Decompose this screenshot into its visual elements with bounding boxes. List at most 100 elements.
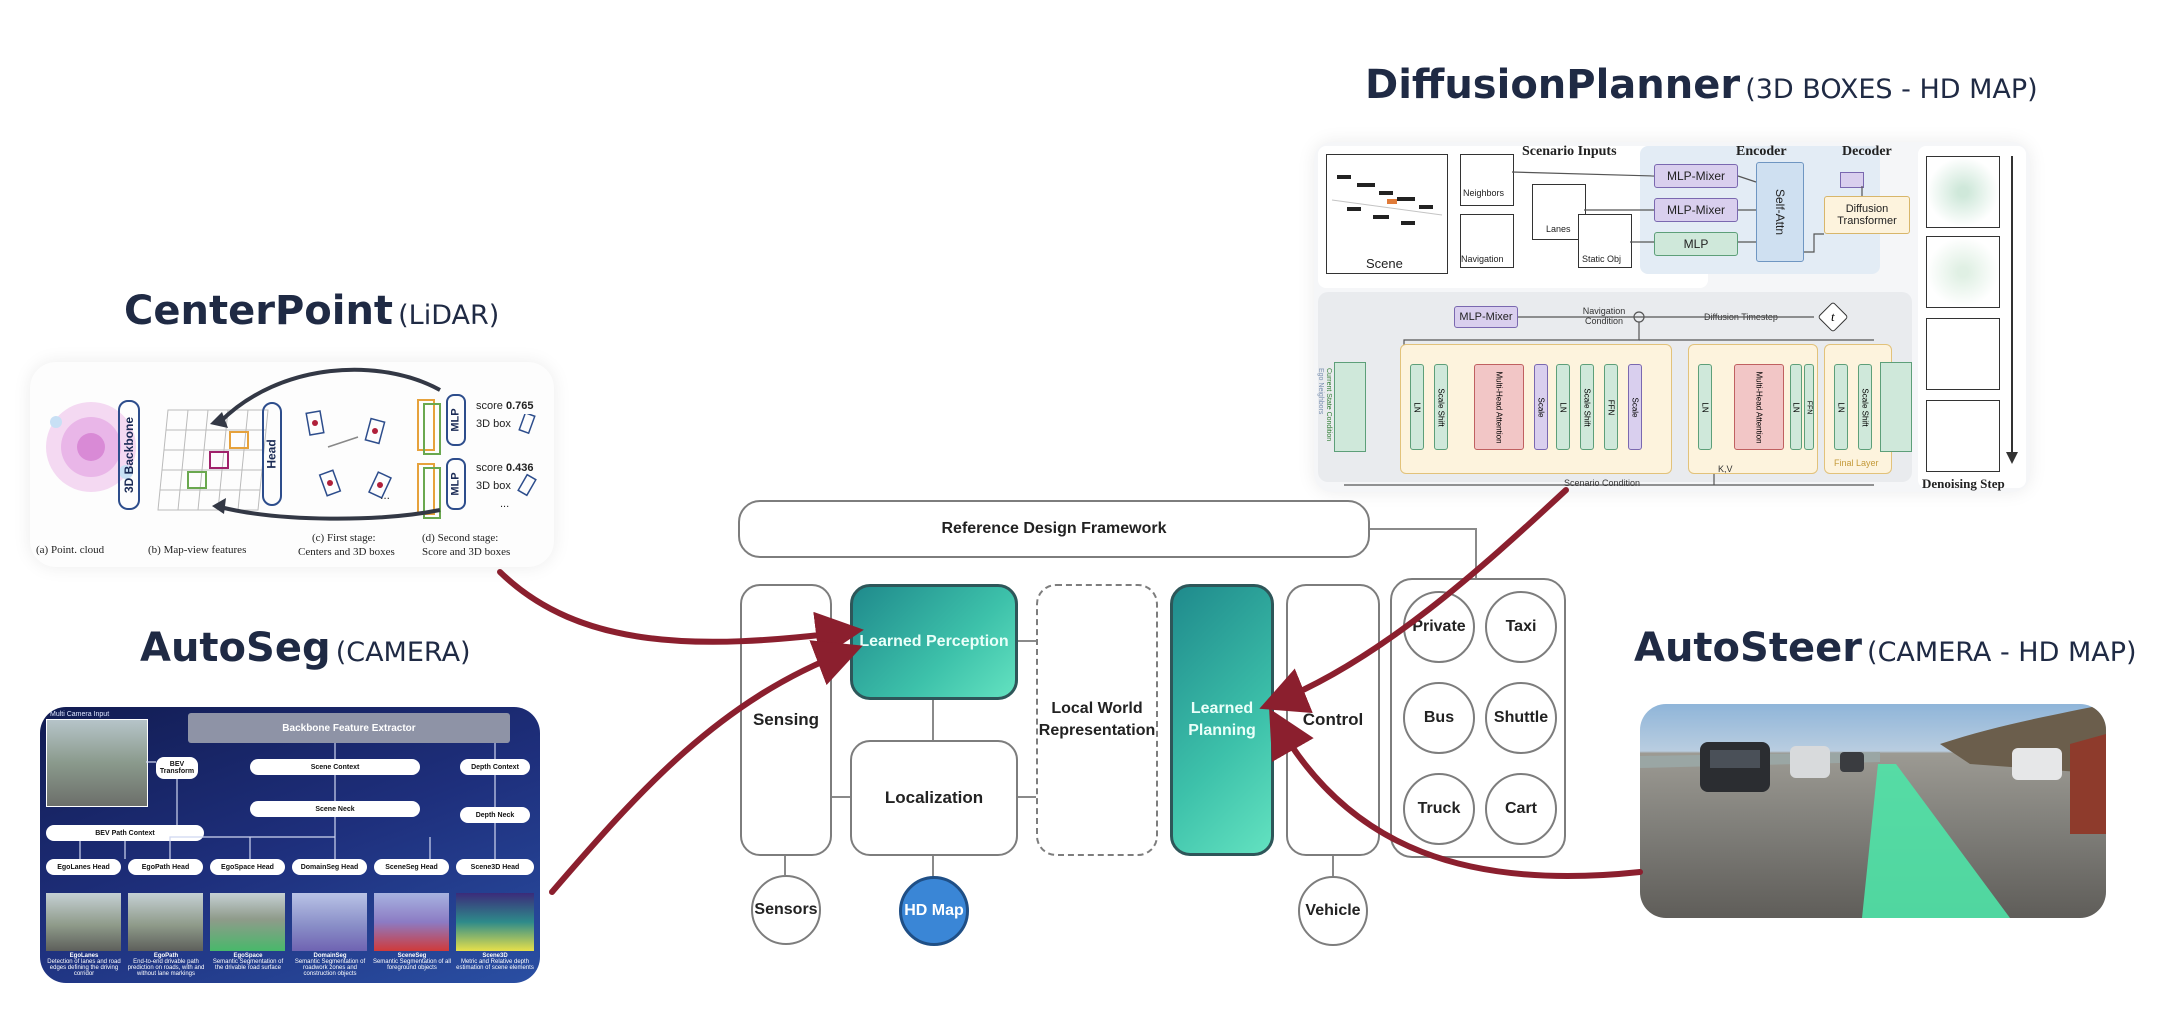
ffn-1: FFN [1604, 364, 1618, 450]
current-state-label: Current State Condition [1325, 368, 1332, 442]
input-trajectory-block [1334, 362, 1366, 452]
arrow-autoseg-to-perception [549, 640, 863, 895]
mlp-mixer-1: MLP-Mixer [1654, 164, 1738, 188]
box-glyphs [517, 414, 537, 497]
depth-context-block: Depth Context [460, 759, 530, 775]
navigation-box [1460, 214, 1514, 268]
sensors-node: Sensors [751, 875, 821, 945]
caption-b: (b) Map-view features [148, 544, 247, 556]
local-world-representation-block: Local World Representation [1036, 584, 1158, 856]
scenario-inputs-label: Scenario Inputs [1522, 144, 1617, 159]
sceneseg-output-image [374, 893, 449, 951]
mha-2: Multi-Head Attention [1734, 364, 1784, 450]
scene3d-output-image [456, 893, 534, 951]
sceneseg-head: SceneSeg Head [374, 859, 449, 875]
first-stage-boxes [305, 410, 392, 499]
autoseg-connectors [79, 743, 496, 859]
autoseg-title: AutoSeg (CAMERA) [140, 625, 471, 671]
egopath-head: EgoPath Head [128, 859, 203, 875]
vehicle-truck: Truck [1403, 773, 1475, 845]
static-obj-box [1578, 214, 1632, 268]
caption-d1: (d) Second stage: [422, 532, 499, 544]
box-label-2: 3D box [476, 480, 511, 492]
head-block: Head [262, 402, 282, 506]
navigation-label: Navigation [1461, 254, 1504, 264]
denoising-frame-4 [1926, 400, 2000, 472]
mlp-block-1: MLP [446, 394, 466, 446]
ln-3: LN [1698, 364, 1712, 450]
neighbors-box [1460, 154, 1514, 206]
domainseg-output-image [292, 893, 367, 951]
caption-c2: Centers and 3D boxes [298, 546, 395, 558]
second-stage-ellipsis: ... [500, 498, 510, 510]
mlp-block: MLP [1654, 232, 1738, 256]
egolanes-head: EgoLanes Head [46, 859, 121, 875]
egospace-head: EgoSpace Head [210, 859, 285, 875]
diffusionplanner-title: DiffusionPlanner (3D BOXES - HD MAP) [1365, 62, 2038, 108]
domainseg-head: DomainSeg Head [292, 859, 367, 875]
point-cloud-image [46, 402, 136, 492]
egolanes-output-image [46, 893, 121, 951]
ffn-2: FFN [1804, 364, 1814, 450]
scale-shift-3: Scale Shift [1858, 364, 1872, 450]
ln-2: LN [1556, 364, 1570, 450]
egopath-output-image [128, 893, 203, 951]
lanes-box [1532, 184, 1586, 240]
learned-perception-block: Learned Perception [850, 584, 1018, 700]
arrow-autosteer-to-planning [1269, 708, 1643, 880]
mlp-mixer-2: MLP-Mixer [1654, 198, 1738, 222]
vehicle-bus: Bus [1403, 682, 1475, 754]
scale-1: Scale [1534, 364, 1548, 450]
lanes-label: Lanes [1546, 224, 1571, 234]
backbone-feature-extractor: Backbone Feature Extractor [188, 713, 510, 743]
vehicle-shuttle: Shuttle [1485, 682, 1557, 754]
caption-d2: Score and 3D boxes [422, 546, 511, 558]
denoising-frame-1 [1926, 156, 2000, 228]
mlp-mixer-nav: MLP-Mixer [1454, 306, 1518, 328]
ln-1: LN [1410, 364, 1424, 450]
caption-c1: (c) First stage: [312, 532, 376, 544]
autosteer-title: AutoSteer (CAMERA - HD MAP) [1634, 625, 2137, 671]
box-label-1: 3D box [476, 418, 511, 430]
autosteer-road-scene [1640, 704, 2106, 918]
encoder-label: Encoder [1736, 144, 1787, 159]
scale-shift-2: Scale Shift [1580, 364, 1594, 450]
depth-neck-block: Depth Neck [460, 807, 530, 823]
diffusionplanner-figure: Scenario Inputs Encoder Decoder Scene Ne… [1314, 142, 2030, 492]
arrow-centerpoint-to-perception [497, 569, 864, 660]
diffusion-transformer-block: Diffusion Transformer [1824, 196, 1910, 234]
scene-label: Scene [1366, 256, 1403, 271]
vehicle-cart: Cart [1485, 773, 1557, 845]
centerpoint-figure: 3D Backbone Head ... MLP MLP [30, 362, 554, 567]
scene3d-head: Scene3D Head [456, 859, 534, 875]
vehicle-node: Vehicle [1298, 876, 1368, 946]
output-trajectory-block [1880, 362, 1912, 452]
caption-a: (a) Point. cloud [36, 544, 105, 556]
multi-camera-input-label: Multi Camera Input [50, 711, 110, 718]
camera-input-image [46, 719, 148, 807]
bev-transform-block: BEV Transform [156, 757, 198, 779]
static-obj-label: Static Obj [1582, 254, 1622, 264]
decoder-token [1840, 172, 1864, 188]
scenario-condition-label: Scenario Condition [1564, 478, 1641, 488]
final-layer-label: Final Layer [1834, 458, 1879, 468]
arrow-diffusion-to-planning [1259, 487, 1569, 714]
scale-2: Scale [1628, 364, 1642, 450]
egospace-output-image [210, 893, 285, 951]
score-line-2: score 0.436 [476, 462, 534, 474]
nav-condition-label: Navigation Condition [1582, 306, 1626, 326]
denoising-column: Denoising Step [1918, 146, 2026, 491]
kv-label: K,V [1718, 464, 1733, 474]
bev-path-context-block: BEV Path Context [46, 825, 204, 841]
vehicle-taxi: Taxi [1485, 591, 1557, 663]
ln-5: LN [1834, 364, 1848, 450]
autoseg-figure: Multi Camera Input Backbone Feature Extr… [40, 707, 540, 983]
3d-backbone-block: 3D Backbone [118, 400, 140, 510]
denoising-frame-3 [1926, 318, 2000, 390]
